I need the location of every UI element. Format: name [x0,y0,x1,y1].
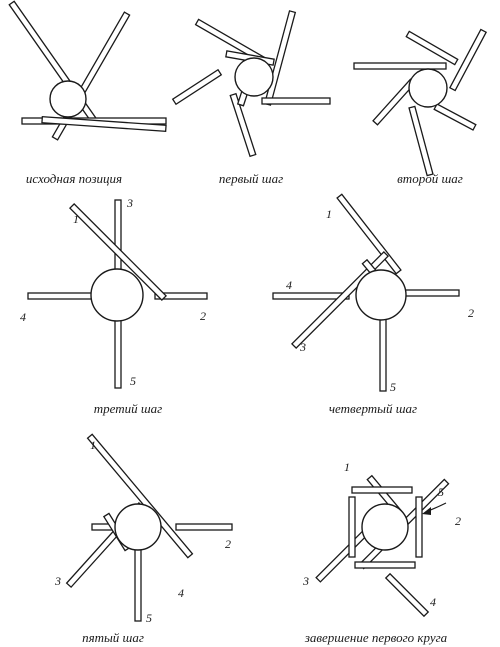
stick [41,115,167,133]
stick-number-1: 1 [90,438,96,452]
panel-step5: 1 2 3 4 5 пятый шаг [54,433,233,645]
stick-number-2: 2 [225,537,231,551]
stick [134,544,142,622]
stick-number-2: 2 [455,514,461,528]
stick-number-5: 5 [130,374,136,388]
caption: третий шаг [94,401,163,416]
stick-number-5: 5 [146,611,152,625]
caption: исходная позиция [26,171,122,186]
stick [433,103,477,131]
stick [348,496,356,558]
stick-number-1: 1 [73,212,79,226]
panel-start: исходная позиция [8,0,167,186]
stick [175,523,233,531]
stick-number-5: 5 [390,380,396,394]
stick [384,572,430,618]
panel-step4: 1 2 3 4 5 четвертый шаг [272,193,474,416]
stick-number-5: 5 [438,485,444,499]
stick-number-1: 1 [326,207,332,221]
ring [408,68,448,108]
stick-number-4: 4 [20,310,26,324]
stick-number-3: 3 [299,340,306,354]
stick-number-4: 4 [286,278,292,292]
stick [408,105,434,177]
caption: первый шаг [219,171,283,186]
ring [355,269,407,321]
ring [361,503,409,551]
ring [90,268,144,322]
stick [379,316,387,392]
stick [351,486,413,494]
stick [448,28,488,92]
panel-step1: первый шаг [171,10,331,186]
stick-number-4: 4 [430,595,436,609]
ring [49,80,87,118]
stick-number-4: 4 [178,586,184,600]
stick [315,527,371,583]
stick [405,30,459,66]
caption: завершение первого круга [304,630,448,645]
stick-number-3: 3 [126,196,133,210]
stick [86,433,194,559]
caption: пятый шаг [82,630,144,645]
ring [114,503,162,551]
stick [171,68,223,106]
stick [229,92,257,158]
stick [68,202,168,302]
stick-number-2: 2 [468,306,474,320]
panel-step2: второй шаг [353,28,488,186]
caption: четвертый шаг [329,401,417,416]
stick-number-1: 1 [344,460,350,474]
stick-number-2: 2 [200,309,206,323]
panel-step3: 1 2 3 4 5 третий шаг [20,196,208,416]
stick-number-3: 3 [302,574,309,588]
stick [415,496,423,558]
stick [354,561,416,569]
ring [234,57,274,97]
caption: второй шаг [397,171,463,186]
panel-final: 1 2 3 4 5 завершение первого круга [302,460,461,645]
arrow-head [422,507,431,515]
stick-number-3: 3 [54,574,61,588]
stick [261,97,331,105]
stick [154,292,208,300]
stick [114,313,122,389]
stick [353,62,447,70]
